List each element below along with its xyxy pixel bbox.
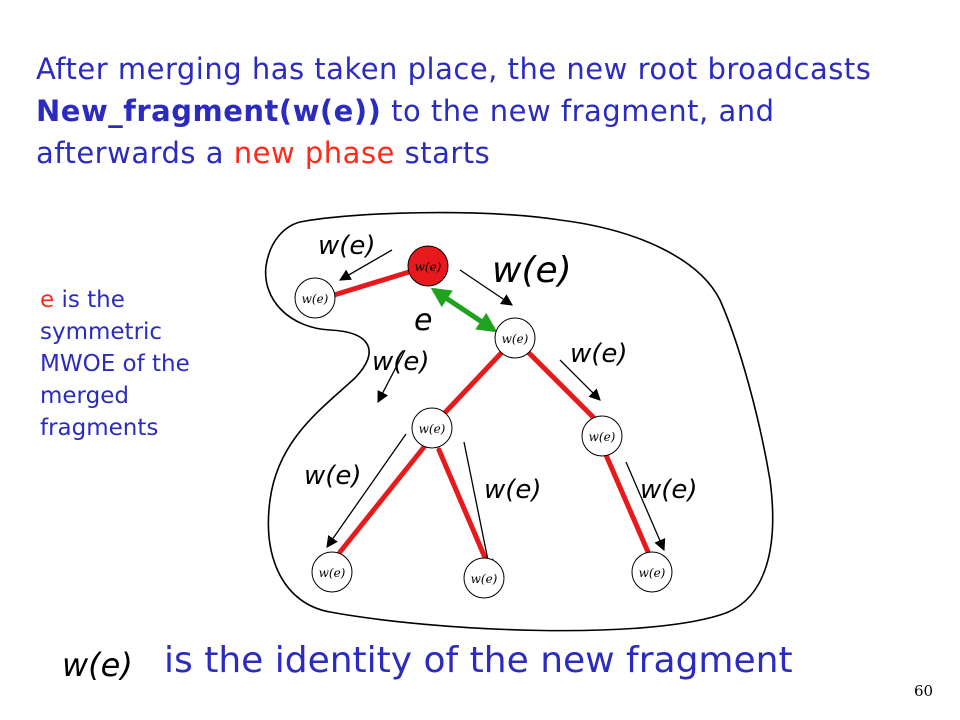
title-message-name: New_fragment(w(e))	[36, 94, 382, 128]
tree-edge-mid-left	[435, 345, 509, 423]
title-text-1: After merging has taken place, the new r…	[36, 52, 872, 86]
mwoe-edge	[430, 287, 498, 333]
msg-arrow-leaf2	[463, 441, 494, 572]
node-left: w(e)	[294, 277, 336, 319]
side-note-text: is the symmetric MWOE of the merged frag…	[40, 287, 190, 441]
msg-arrow-root-mid	[459, 269, 513, 306]
tree-edge-root-left	[331, 269, 412, 298]
node-left-label: w(e)	[302, 292, 329, 306]
node-right-child: w(e)	[581, 415, 623, 457]
footer-formula: w(e)	[62, 646, 133, 684]
msg-label-3: w(e)	[372, 347, 430, 377]
node-left-child-label: w(e)	[419, 422, 446, 436]
node-mid-label: w(e)	[502, 332, 529, 346]
tree-edge-mid-right	[523, 347, 599, 423]
msg-label-5: w(e)	[304, 461, 362, 491]
node-leaf-1: w(e)	[311, 551, 353, 593]
node-leaf-2-label: w(e)	[471, 572, 498, 586]
node-leaf-3-label: w(e)	[639, 566, 666, 580]
tree-edge-right-leaf	[603, 452, 651, 555]
slide-title: After merging has taken place, the new r…	[36, 48, 936, 174]
node-mid: w(e)	[494, 317, 536, 359]
tree-edge-left-leaf2	[436, 447, 489, 563]
footer-caption: is the identity of the new fragment	[164, 640, 793, 681]
msg-label-7: w(e)	[640, 475, 698, 505]
node-root: w(e)	[407, 245, 449, 287]
msg-arrow-root-left	[338, 249, 393, 281]
node-right-child-label: w(e)	[589, 430, 616, 444]
node-leaf-2: w(e)	[463, 557, 505, 599]
title-text-3: starts	[394, 136, 491, 170]
node-left-child: w(e)	[411, 407, 453, 449]
msg-label-6: w(e)	[484, 475, 542, 505]
node-leaf-3: w(e)	[631, 551, 673, 593]
msg-arrow-leaf1	[326, 433, 407, 548]
msg-label-4: w(e)	[570, 339, 628, 369]
tree-edge-left-leaf1	[337, 444, 427, 555]
node-root-label: w(e)	[415, 260, 442, 274]
side-note-edge: e	[40, 287, 55, 313]
msg-arrow-leaf3	[625, 461, 666, 552]
msg-label-2: w(e)	[492, 250, 572, 291]
side-note: e is the symmetric MWOE of the merged fr…	[40, 284, 220, 444]
msg-arrow-mid-left	[377, 349, 406, 404]
msg-arrow-mid-right	[559, 359, 601, 401]
node-leaf-1-label: w(e)	[319, 566, 346, 580]
page-number: 60	[914, 682, 934, 700]
fragment-boundary	[264, 211, 774, 632]
msg-label-1: w(e)	[318, 231, 376, 261]
mwoe-edge-label: e	[414, 303, 432, 338]
title-highlight: new phase	[233, 136, 395, 170]
title-text-2: to the new fragment, and afterwards a	[36, 94, 775, 170]
